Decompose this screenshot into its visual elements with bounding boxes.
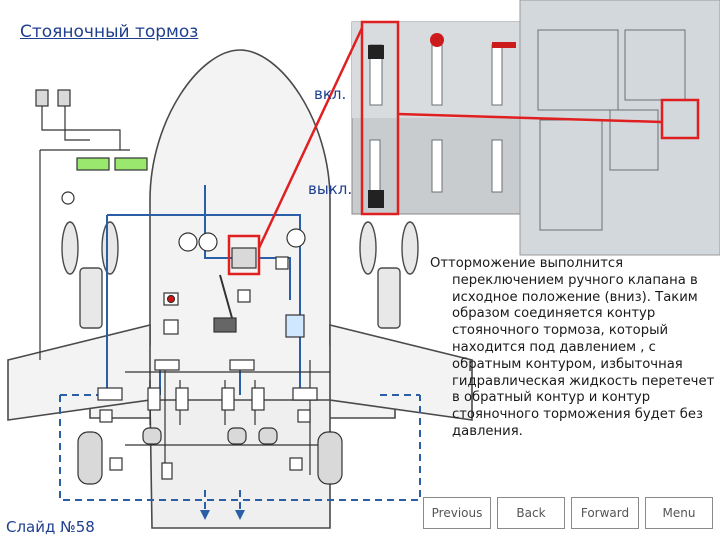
valve-switches	[369, 44, 503, 193]
propellers	[61, 221, 419, 329]
label-on: вкл.	[314, 85, 347, 103]
cockpit-photo	[519, 0, 720, 256]
highlight-markers	[227, 20, 700, 276]
valve-handle-off	[368, 190, 384, 208]
manual-valve-lever	[219, 274, 233, 319]
red-knob-icon	[430, 33, 444, 47]
flow-arrows	[200, 510, 245, 520]
red-tag	[492, 42, 516, 48]
components	[35, 89, 343, 485]
back-button[interactable]: Back	[497, 497, 565, 529]
description-text: Отторможение выполнится переключением ру…	[430, 256, 715, 439]
menu-button[interactable]: Menu	[645, 497, 713, 529]
page-title: Стояночный тормоз	[20, 22, 199, 42]
previous-button[interactable]: Previous	[423, 497, 491, 529]
valve-handle-on	[368, 45, 384, 59]
return-lines	[59, 394, 421, 515]
forward-button[interactable]: Forward	[571, 497, 639, 529]
label-off: выкл.	[308, 180, 353, 198]
slide-number: Слайд №58	[6, 518, 95, 536]
